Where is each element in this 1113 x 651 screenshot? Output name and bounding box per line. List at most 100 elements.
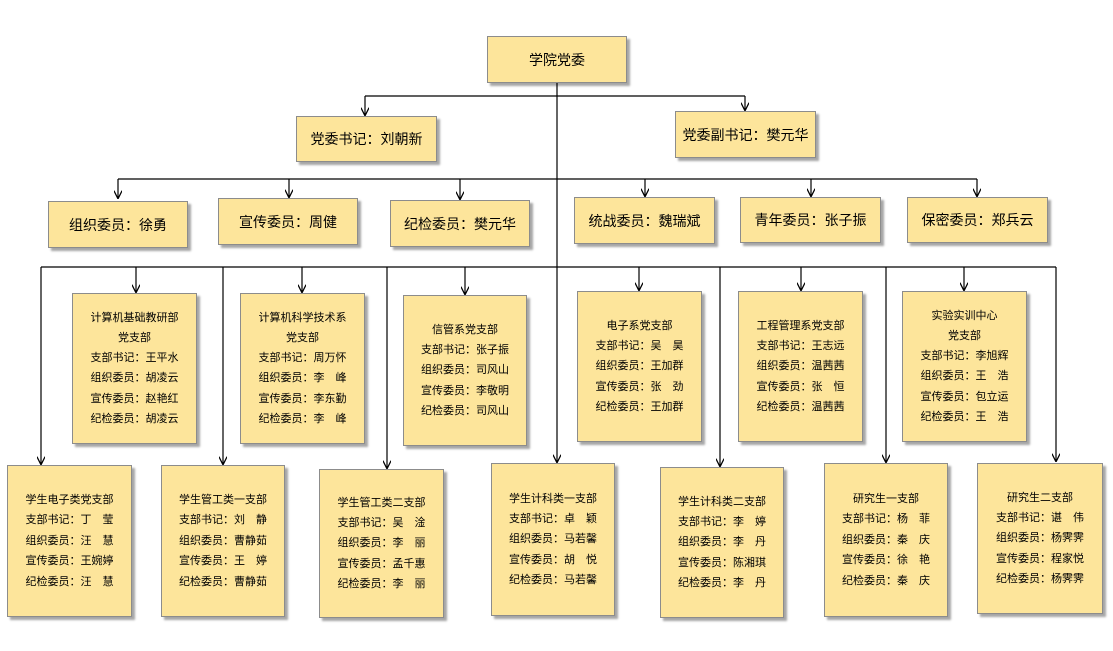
committee-member-label: 组织委员：徐勇 xyxy=(69,217,167,234)
committee-member-label: 统战委员：魏瑞斌 xyxy=(588,213,701,230)
committee-member-label: 青年委员：张子振 xyxy=(754,213,867,229)
branch-member: 组织委员：李 丽 xyxy=(337,536,426,549)
committee-member-box: 青年委员：张子振 xyxy=(740,197,881,243)
branch-member: 纪检委员：李 峰 xyxy=(258,412,347,425)
branch-member: 支部书记：李旭辉 xyxy=(920,348,1009,362)
branch-title: 计算机科学技术系 xyxy=(258,310,347,324)
branch-member: 组织委员：王 浩 xyxy=(920,369,1009,382)
branch-member: 支部书记：王志远 xyxy=(756,338,845,352)
branch-member: 宣传委员：李东勤 xyxy=(258,391,347,405)
committee-member-label: 保密委员：郑兵云 xyxy=(921,213,1034,229)
branch-title: 研究生一支部 xyxy=(853,492,919,505)
branch-member: 支部书记：吴 昊 xyxy=(595,338,684,352)
branch-member: 宣传委员：张 劲 xyxy=(595,379,684,393)
branch-unit-box: 计算机基础教研部 党支部 支部书记：王平水 组织委员：胡凌云 宣传委员：赵艳红 … xyxy=(72,293,197,444)
branch-member: 纪检委员：曹静茹 xyxy=(179,574,267,588)
branch-member: 组织委员：温茜茜 xyxy=(756,359,845,372)
branch-member: 支部书记：丁 莹 xyxy=(25,513,114,526)
committee-member-box: 组织委员：徐勇 xyxy=(48,201,188,248)
branch-title: 学生电子类党支部 xyxy=(25,493,114,506)
branch-member: 宣传委员：徐 艳 xyxy=(842,553,930,566)
branch-unit-box: 电子系党支部 支部书记：吴 昊 组织委员：王加群 宣传委员：张 劲 纪检委员：王… xyxy=(577,291,702,442)
branch-member: 组织委员：杨霁霁 xyxy=(996,531,1084,544)
branch-member: 宣传委员：包立运 xyxy=(920,389,1009,403)
deputy-secretary-label: 党委副书记：樊元华 xyxy=(682,127,809,144)
branch-title: 学生计科类二支部 xyxy=(678,494,766,508)
student-branch-box: 学生计科类二支部 支部书记：李 婷 组织委员：李 丹 宣传委员：陈湘琪 纪检委员… xyxy=(660,467,784,618)
branch-member: 组织委员：王加群 xyxy=(595,359,684,372)
student-branch-box: 学生电子类党支部 支部书记：丁 莹 组织委员：汪 慧 宣传委员：王婉婷 纪检委员… xyxy=(7,465,132,617)
party-secretary-label: 党委书记：刘朝新 xyxy=(310,132,423,148)
branch-member: 纪检委员：王 浩 xyxy=(920,410,1009,423)
branch-member: 支部书记：卓 颖 xyxy=(509,511,597,525)
branch-member: 支部书记：张子振 xyxy=(421,342,509,356)
branch-member: 宣传委员：王婉婷 xyxy=(25,554,114,567)
branch-member: 纪检委员：马若馨 xyxy=(509,573,597,586)
college-party-committee-label: 学院党委 xyxy=(529,52,585,69)
branch-title: 学生管工类一支部 xyxy=(179,493,267,506)
committee-member-label: 纪检委员：樊元华 xyxy=(404,216,516,233)
branch-member: 宣传委员：胡 悦 xyxy=(509,552,597,566)
branch-member: 支部书记：李 婷 xyxy=(678,514,766,528)
branch-member: 支部书记：周万怀 xyxy=(258,350,347,364)
branch-member: 支部书记：谌 伟 xyxy=(996,510,1084,524)
branch-member: 组织委员：李 丹 xyxy=(678,535,766,548)
branch-title: 工程管理系党支部 xyxy=(756,318,845,332)
branch-member: 组织委员：汪 慧 xyxy=(25,533,114,547)
branch-unit-box: 信管系党支部 支部书记：张子振 组织委员：司风山 宣传委员：李敬明 纪检委员：司… xyxy=(403,295,527,446)
branch-member: 支部书记：杨 菲 xyxy=(842,512,930,525)
branch-member: 支部书记：吴 淦 xyxy=(337,515,426,529)
committee-member-box: 统战委员：魏瑞斌 xyxy=(574,197,715,244)
committee-member-box: 保密委员：郑兵云 xyxy=(907,197,1048,243)
branch-unit-box: 计算机科学技术系 党支部 支部书记：周万怀 组织委员：李 峰 宣传委员：李东勤 … xyxy=(240,293,365,444)
branch-member: 组织委员：秦 庆 xyxy=(842,532,930,546)
party-secretary-box: 党委书记：刘朝新 xyxy=(296,116,437,162)
branch-member: 支部书记：王平水 xyxy=(90,350,179,364)
branch-title: 信管系党支部 xyxy=(432,322,498,336)
branch-member: 组织委员：胡凌云 xyxy=(90,371,179,384)
college-party-committee-box: 学院党委 xyxy=(487,36,627,83)
branch-member: 宣传委员：王 婷 xyxy=(179,554,267,567)
branch-member: 组织委员：李 峰 xyxy=(258,371,347,384)
branch-member: 纪检委员：杨霁霁 xyxy=(996,572,1084,585)
branch-member: 宣传委员：赵艳红 xyxy=(90,391,179,405)
branch-member: 纪检委员：司风山 xyxy=(421,404,509,417)
branch-member: 纪检委员：王加群 xyxy=(595,400,684,413)
branch-member: 纪检委员：温茜茜 xyxy=(756,400,845,413)
branch-member: 宣传委员：陈湘琪 xyxy=(678,555,766,569)
branch-member: 纪检委员：秦 庆 xyxy=(842,573,930,587)
branch-member: 宣传委员：程家悦 xyxy=(996,551,1084,565)
student-branch-box: 学生管工类二支部 支部书记：吴 淦 组织委员：李 丽 宣传委员：孟千惠 纪检委员… xyxy=(319,469,444,618)
branch-title: 党支部 xyxy=(948,328,981,342)
branch-title: 实验实训中心 xyxy=(931,308,998,322)
branch-title: 学生计科类一支部 xyxy=(509,491,597,505)
committee-member-box: 纪检委员：樊元华 xyxy=(390,200,530,247)
branch-member: 宣传委员：李敬明 xyxy=(421,383,509,397)
branch-title: 党支部 xyxy=(286,330,319,344)
branch-member: 组织委员：司风山 xyxy=(421,363,509,376)
committee-member-box: 宣传委员：周健 xyxy=(218,198,358,245)
branch-title: 研究生二支部 xyxy=(1007,490,1073,504)
branch-member: 纪检委员：汪 慧 xyxy=(25,574,114,588)
branch-unit-box: 工程管理系党支部 支部书记：王志远 组织委员：温茜茜 宣传委员：张 恒 纪检委员… xyxy=(738,291,863,442)
branch-member: 纪检委员：李 丹 xyxy=(678,576,766,589)
branch-member: 纪检委员：胡凌云 xyxy=(90,412,179,425)
committee-member-label: 宣传委员：周健 xyxy=(239,214,337,231)
student-branch-box: 学生管工类一支部 支部书记：刘 静 组织委员：曹静茹 宣传委员：王 婷 纪检委员… xyxy=(161,465,285,617)
student-branch-box: 研究生二支部 支部书记：谌 伟 组织委员：杨霁霁 宣传委员：程家悦 纪检委员：杨… xyxy=(977,463,1103,614)
branch-member: 宣传委员：张 恒 xyxy=(756,379,845,393)
student-branch-box: 学生计科类一支部 支部书记：卓 颖 组织委员：马若馨 宣传委员：胡 悦 纪检委员… xyxy=(491,463,615,616)
branch-unit-box: 实验实训中心 党支部 支部书记：李旭辉 组织委员：王 浩 宣传委员：包立运 纪检… xyxy=(902,291,1027,442)
student-branch-box: 研究生一支部 支部书记：杨 菲 组织委员：秦 庆 宣传委员：徐 艳 纪检委员：秦… xyxy=(824,463,948,617)
branch-member: 宣传委员：孟千惠 xyxy=(337,556,426,570)
branch-title: 计算机基础教研部 xyxy=(90,310,179,324)
branch-title: 学生管工类二支部 xyxy=(337,495,426,509)
branch-title: 电子系党支部 xyxy=(606,318,673,332)
branch-member: 组织委员：马若馨 xyxy=(509,532,597,545)
branch-title: 党支部 xyxy=(118,330,151,344)
branch-member: 纪检委员：李 丽 xyxy=(337,577,426,590)
branch-member: 支部书记：刘 静 xyxy=(179,513,267,526)
branch-member: 组织委员：曹静茹 xyxy=(179,533,267,547)
